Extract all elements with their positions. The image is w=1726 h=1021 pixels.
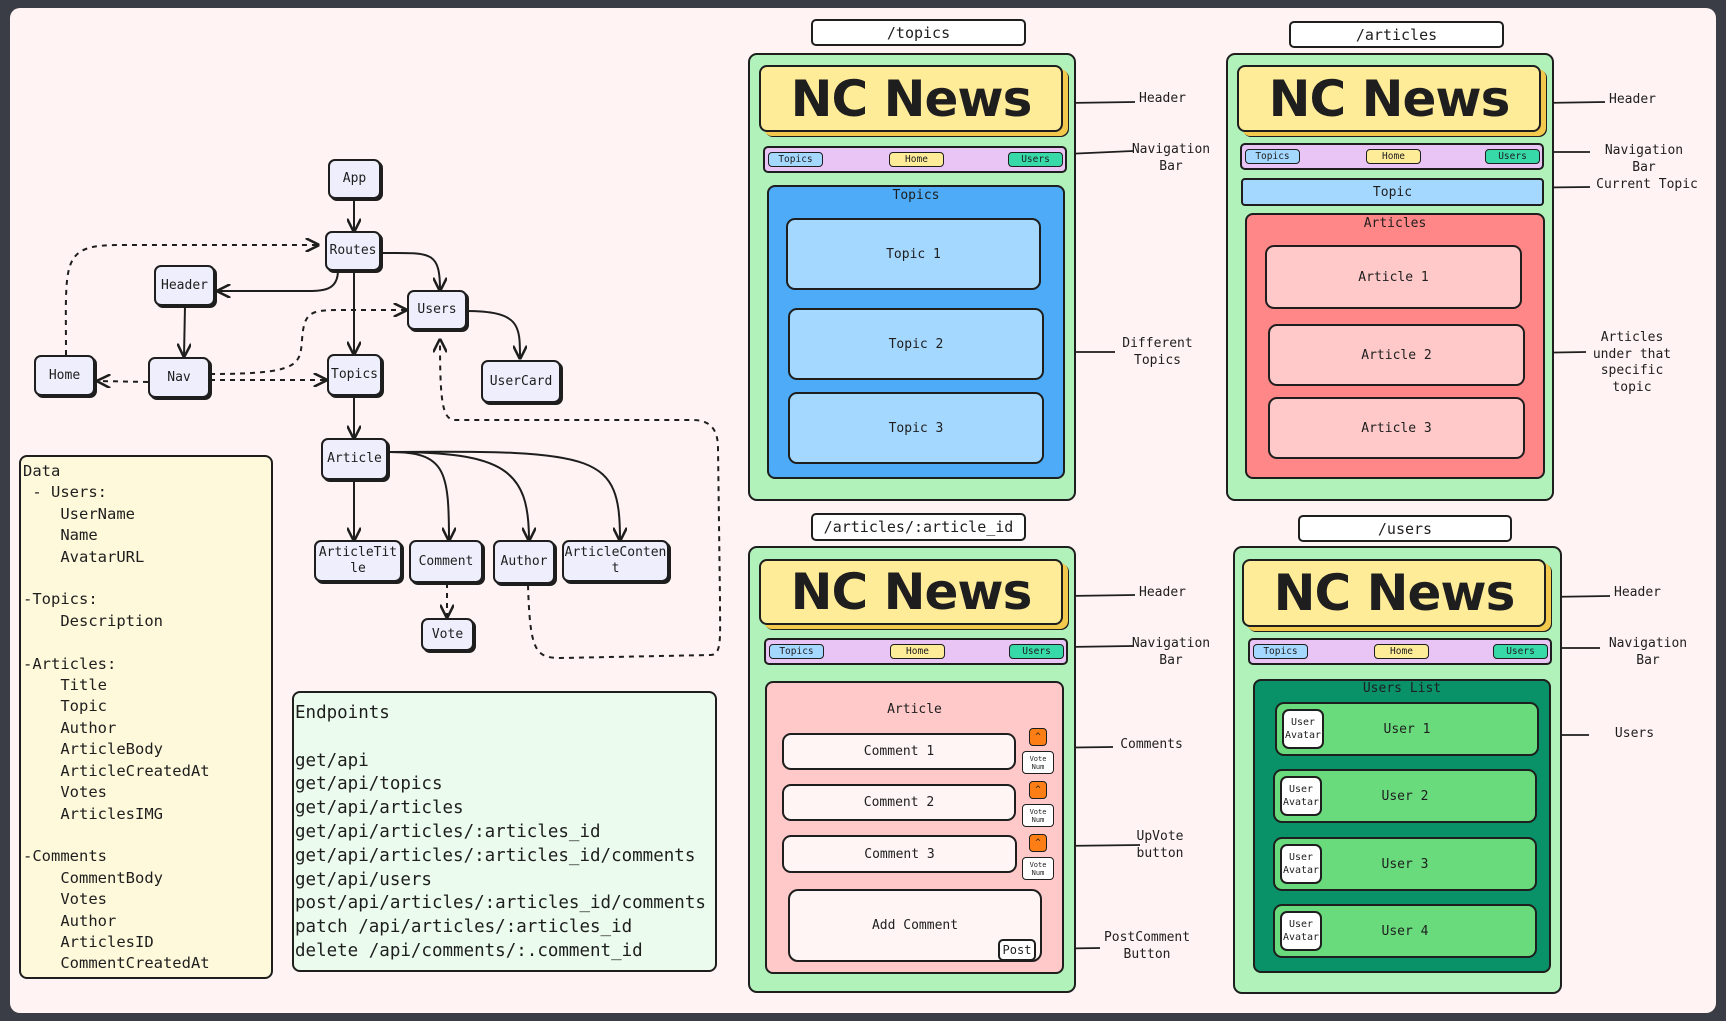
endpoints-box: Endpoints get/api get/api/topics get/api… (292, 691, 717, 972)
vote-num: Vote Num (1022, 857, 1054, 880)
nav-topics-button[interactable]: Topics (768, 152, 823, 167)
route-label-users: /users (1298, 515, 1512, 542)
annotation-nav: Navigation Bar (1608, 636, 1688, 668)
user-item-1[interactable]: User Avatar User 1 (1275, 702, 1539, 756)
logo-text: NC News (790, 563, 1033, 621)
annotation-header: Header (1609, 92, 1656, 107)
nav-users-button[interactable]: Users (1008, 152, 1063, 167)
users-page-navbar: Topics Home Users (1248, 638, 1552, 665)
annotation-nav: Navigation Bar (1604, 143, 1684, 175)
users-panel-title: Users List (1362, 681, 1442, 696)
post-comment-button[interactable]: Post (998, 939, 1036, 961)
nav-home-button[interactable]: Home (1366, 149, 1421, 164)
node-app: App (328, 159, 381, 199)
annotation-header: Header (1139, 91, 1186, 106)
article-item-2[interactable]: Article 2 (1268, 324, 1525, 386)
node-article-content: ArticleConten t (562, 540, 669, 582)
topics-panel-title: Topics (892, 188, 940, 203)
annotation-current-topic: Current Topic (1596, 177, 1698, 192)
route-label-article-id: /articles/:article_id (811, 513, 1026, 541)
article-item-3[interactable]: Article 3 (1268, 397, 1525, 459)
user-avatar: User Avatar (1280, 911, 1322, 951)
annotation-comments: Comments (1120, 737, 1183, 752)
nav-topics-button[interactable]: Topics (769, 644, 824, 659)
annotation-articles: Articles under that specific topic (1592, 330, 1672, 395)
articles-page-header: NC News (1237, 65, 1541, 132)
route-label-articles: /articles (1289, 21, 1504, 48)
node-nav: Nav (148, 357, 210, 398)
nav-home-button[interactable]: Home (1374, 644, 1429, 659)
node-vote: Vote (421, 618, 474, 651)
data-model-box: Data - Users: UserName Name AvatarURL -T… (19, 455, 273, 979)
user-avatar: User Avatar (1282, 709, 1324, 749)
upvote-button[interactable]: ^ (1029, 834, 1047, 852)
annotation-upvote: UpVote button (1136, 829, 1184, 861)
node-routes: Routes (325, 231, 381, 271)
user-name: User 2 (1381, 788, 1429, 804)
vote-num: Vote Num (1022, 804, 1054, 827)
annotation-post: PostComment Button (1103, 930, 1191, 962)
upvote-button[interactable]: ^ (1029, 781, 1047, 799)
node-author: Author (493, 540, 555, 584)
annotation-nav: Navigation Bar (1131, 636, 1211, 668)
article-item-1[interactable]: Article 1 (1265, 245, 1522, 309)
user-avatar: User Avatar (1280, 844, 1322, 884)
comment-item-1: Comment 1 (782, 733, 1016, 770)
article-panel-title: Article (887, 702, 942, 717)
nav-topics-button[interactable]: Topics (1253, 644, 1308, 659)
nav-users-button[interactable]: Users (1009, 644, 1064, 659)
user-name: User 3 (1381, 856, 1429, 872)
node-usercard: UserCard (481, 360, 561, 403)
annotation-header: Header (1139, 585, 1186, 600)
upvote-button[interactable]: ^ (1029, 728, 1047, 746)
users-page-header: NC News (1242, 559, 1546, 627)
node-users: Users (407, 290, 467, 330)
node-home: Home (34, 355, 95, 396)
comment-item-2: Comment 2 (782, 784, 1016, 821)
topic-item-1[interactable]: Topic 1 (786, 218, 1041, 290)
node-topics: Topics (327, 354, 382, 396)
route-label-topics: /topics (811, 19, 1026, 46)
user-item-3[interactable]: User Avatar User 3 (1273, 837, 1537, 891)
node-header: Header (154, 265, 215, 306)
user-avatar: User Avatar (1280, 776, 1322, 816)
nav-topics-button[interactable]: Topics (1245, 149, 1300, 164)
vote-num: Vote Num (1022, 751, 1054, 774)
topics-page-header: NC News (759, 65, 1063, 132)
annotation-header: Header (1614, 585, 1661, 600)
topic-item-3[interactable]: Topic 3 (788, 392, 1044, 464)
nav-users-button[interactable]: Users (1493, 644, 1548, 659)
nav-users-button[interactable]: Users (1485, 149, 1540, 164)
logo-text: NC News (790, 69, 1033, 128)
topics-page-navbar: Topics Home Users (763, 146, 1067, 173)
node-article-title: ArticleTit le (314, 540, 402, 582)
logo-text: NC News (1273, 564, 1516, 622)
annotation-nav: Navigation Bar (1131, 142, 1211, 174)
comment-item-3: Comment 3 (782, 835, 1017, 873)
annotation-topics: Different Topics (1122, 336, 1193, 368)
article-page-navbar: Topics Home Users (764, 638, 1068, 665)
annotation-users: Users (1614, 726, 1655, 741)
articles-page-navbar: Topics Home Users (1240, 143, 1544, 170)
user-item-2[interactable]: User Avatar User 2 (1273, 769, 1537, 823)
logo-text: NC News (1268, 69, 1511, 128)
topic-item-2[interactable]: Topic 2 (788, 308, 1044, 380)
node-comment: Comment (409, 540, 483, 583)
article-page-header: NC News (759, 559, 1063, 625)
current-topic-bar: Topic (1241, 178, 1544, 206)
nav-home-button[interactable]: Home (890, 644, 945, 659)
user-name: User 4 (1381, 923, 1429, 939)
node-article: Article (321, 438, 388, 480)
user-item-4[interactable]: User Avatar User 4 (1273, 904, 1537, 958)
user-name: User 1 (1383, 721, 1431, 737)
articles-panel-title: Articles (1363, 216, 1427, 231)
nav-home-button[interactable]: Home (889, 152, 944, 167)
